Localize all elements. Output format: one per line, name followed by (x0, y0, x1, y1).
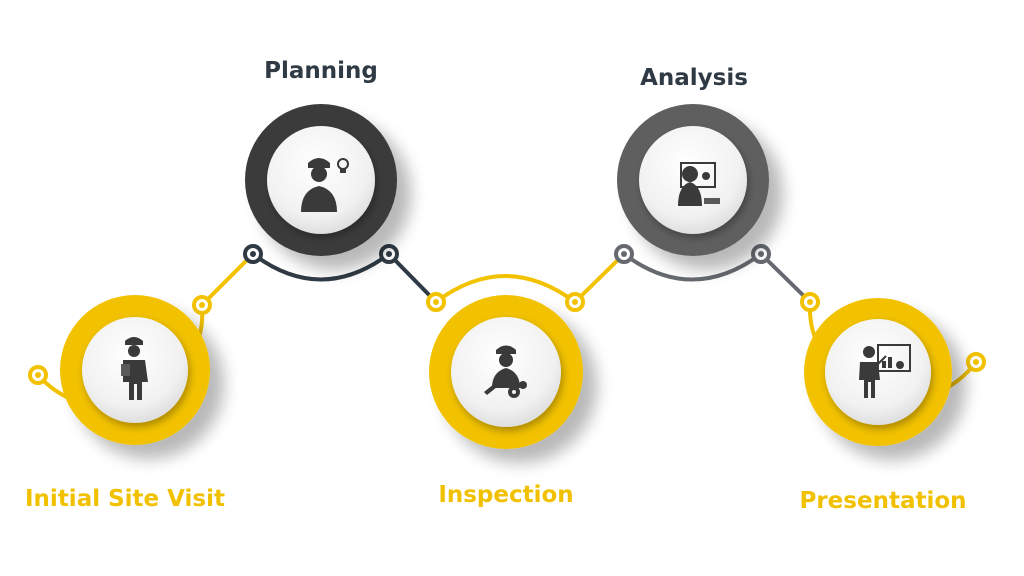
engineer-with-clipboard-icon (121, 337, 148, 400)
connector-inspection-analysis (573, 252, 626, 304)
step-label-inspection: Inspection (438, 482, 574, 508)
engineer-with-lightbulb-icon (301, 158, 349, 212)
connector-analysis-presentation (759, 252, 812, 304)
engineer-at-computer-icon (678, 162, 720, 206)
engineer-presenting-board-icon (859, 344, 911, 398)
connector-nodes (28, 244, 986, 385)
connector-arc-analysis (622, 252, 763, 282)
step-label-planning: Planning (264, 58, 378, 84)
step-planning (245, 104, 397, 256)
engineer-with-gears-icon (484, 345, 527, 398)
step-label-presentation: Presentation (799, 488, 967, 514)
step-analysis (617, 104, 769, 256)
connector-arc-planning (251, 252, 391, 282)
step-presentation (804, 298, 952, 446)
step-inspection (429, 295, 583, 449)
connector-planning-inspection (387, 252, 438, 304)
step-initial-site-visit (60, 295, 210, 445)
connector-step1-planning (200, 252, 255, 307)
step-label-initial-site-visit: Initial Site Visit (25, 486, 226, 512)
connector-arc-inspection (434, 274, 577, 304)
step-label-analysis: Analysis (640, 65, 748, 91)
